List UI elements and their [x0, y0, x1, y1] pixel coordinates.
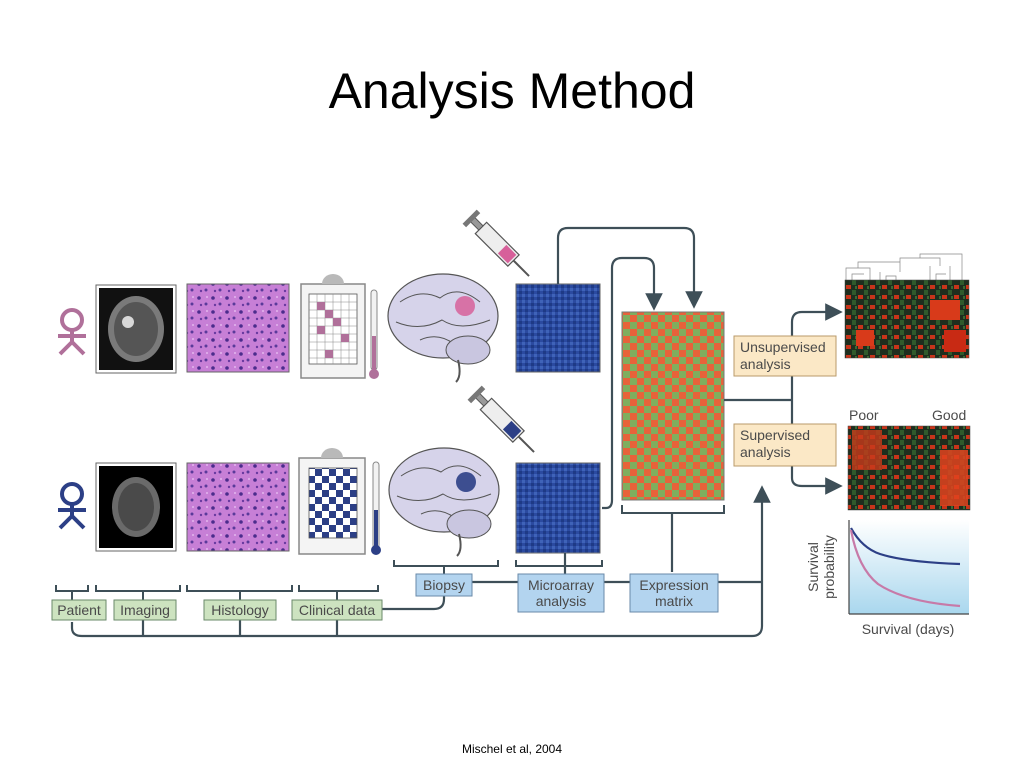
group-brackets [55, 505, 725, 600]
supervised-analysis-label: Supervised analysis [733, 423, 837, 467]
svg-text:Biopsy: Biopsy [423, 577, 465, 593]
svg-text:analysis: analysis [536, 593, 587, 609]
thermometer-icon [371, 461, 381, 555]
clinical-data-label: Clinical data [291, 599, 383, 621]
svg-text:Imaging: Imaging [120, 602, 170, 618]
female-figure-icon [58, 308, 86, 356]
svg-text:analysis: analysis [740, 356, 791, 372]
svg-text:Good: Good [932, 407, 966, 423]
mri-scan-image-bottom [95, 462, 177, 552]
clipboard-icon [300, 274, 366, 379]
svg-text:probability: probability [821, 535, 837, 599]
microarray-analysis-label: Microarray analysis [517, 573, 605, 613]
supervised-heatmap-image [847, 425, 971, 511]
patient-label: Patient [51, 599, 107, 621]
survival-plot: Survival probability Survival (days) [805, 520, 969, 637]
histology-label: Histology [203, 599, 277, 621]
citation: Mischel et al, 2004 [461, 742, 563, 756]
clipboard-icon [298, 448, 366, 555]
svg-text:matrix: matrix [655, 593, 693, 609]
syringe-icon [462, 209, 530, 277]
expression-matrix-image [621, 311, 725, 501]
svg-text:Histology: Histology [211, 602, 269, 618]
microarray-image-top [515, 283, 601, 373]
imaging-label: Imaging [113, 599, 177, 621]
microarray-image-bottom [515, 462, 601, 554]
svg-text:Poor: Poor [849, 407, 879, 423]
svg-text:analysis: analysis [740, 444, 791, 460]
brain-icon [388, 447, 500, 557]
dendrogram-heatmap-image [844, 253, 970, 359]
biopsy-label: Biopsy [415, 573, 473, 597]
histology-image-top [186, 283, 290, 373]
expression-matrix-label: Expression matrix [629, 573, 719, 613]
poor-label: Poor [849, 407, 879, 423]
brain-icon [387, 273, 499, 383]
svg-text:Survival (days): Survival (days) [862, 621, 955, 637]
svg-text:Microarray: Microarray [528, 577, 594, 593]
svg-text:Supervised: Supervised [740, 427, 810, 443]
svg-text:Patient: Patient [57, 602, 101, 618]
flow-connectors [70, 226, 834, 638]
unsupervised-analysis-label: Unsupervised analysis [733, 335, 837, 377]
thermometer-icon [369, 289, 379, 379]
slide-title: Analysis Method [328, 63, 696, 119]
mri-scan-image-top [95, 284, 177, 374]
good-label: Good [932, 407, 966, 423]
svg-text:Expression: Expression [639, 577, 708, 593]
svg-text:Survival: Survival [805, 542, 821, 592]
male-figure-icon [58, 482, 86, 530]
histology-image-bottom [186, 462, 290, 552]
syringe-icon [467, 385, 535, 453]
svg-text:Clinical data: Clinical data [299, 602, 375, 618]
svg-text:Unsupervised: Unsupervised [740, 339, 826, 355]
